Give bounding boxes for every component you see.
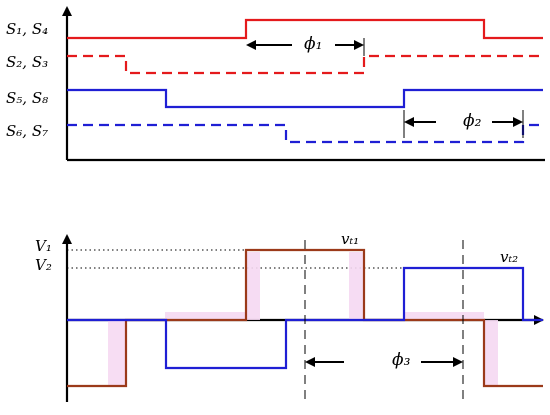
s5-s8-waveform (67, 88, 543, 109)
vt2-label: vₜ₂ (500, 248, 519, 266)
phi3-label: ϕ₃ (392, 350, 411, 370)
vt1-shadow (108, 252, 498, 386)
phi2-marker (403, 110, 524, 138)
top-axes (62, 6, 545, 162)
phi1-label: ϕ₁ (304, 34, 323, 54)
shadow-block (349, 252, 364, 320)
shadow-block (165, 312, 245, 321)
shadow-block (484, 320, 498, 386)
vt1-label: vₜ₁ (341, 230, 360, 248)
s2-s3-waveform (67, 54, 543, 75)
s6-s7-label: S₆, S₇ (6, 122, 49, 140)
vt2-waveform (67, 266, 543, 370)
s1-s4-label: S₁, S₄ (6, 20, 49, 38)
s6-s7-waveform (67, 123, 543, 144)
v1-label: V₁ (35, 237, 52, 255)
s1-s4-waveform (67, 18, 543, 40)
vt1-waveform (67, 248, 543, 388)
s5-s8-label: S₅, S₈ (6, 89, 49, 107)
shadow-block (404, 312, 484, 321)
s2-s3-label: S₂, S₃ (6, 53, 49, 71)
phi2-label: ϕ₂ (463, 111, 482, 131)
shadow-block (108, 320, 125, 386)
shadow-block (246, 252, 260, 320)
v2-label: V₂ (35, 256, 52, 274)
phi1-marker (246, 38, 365, 56)
